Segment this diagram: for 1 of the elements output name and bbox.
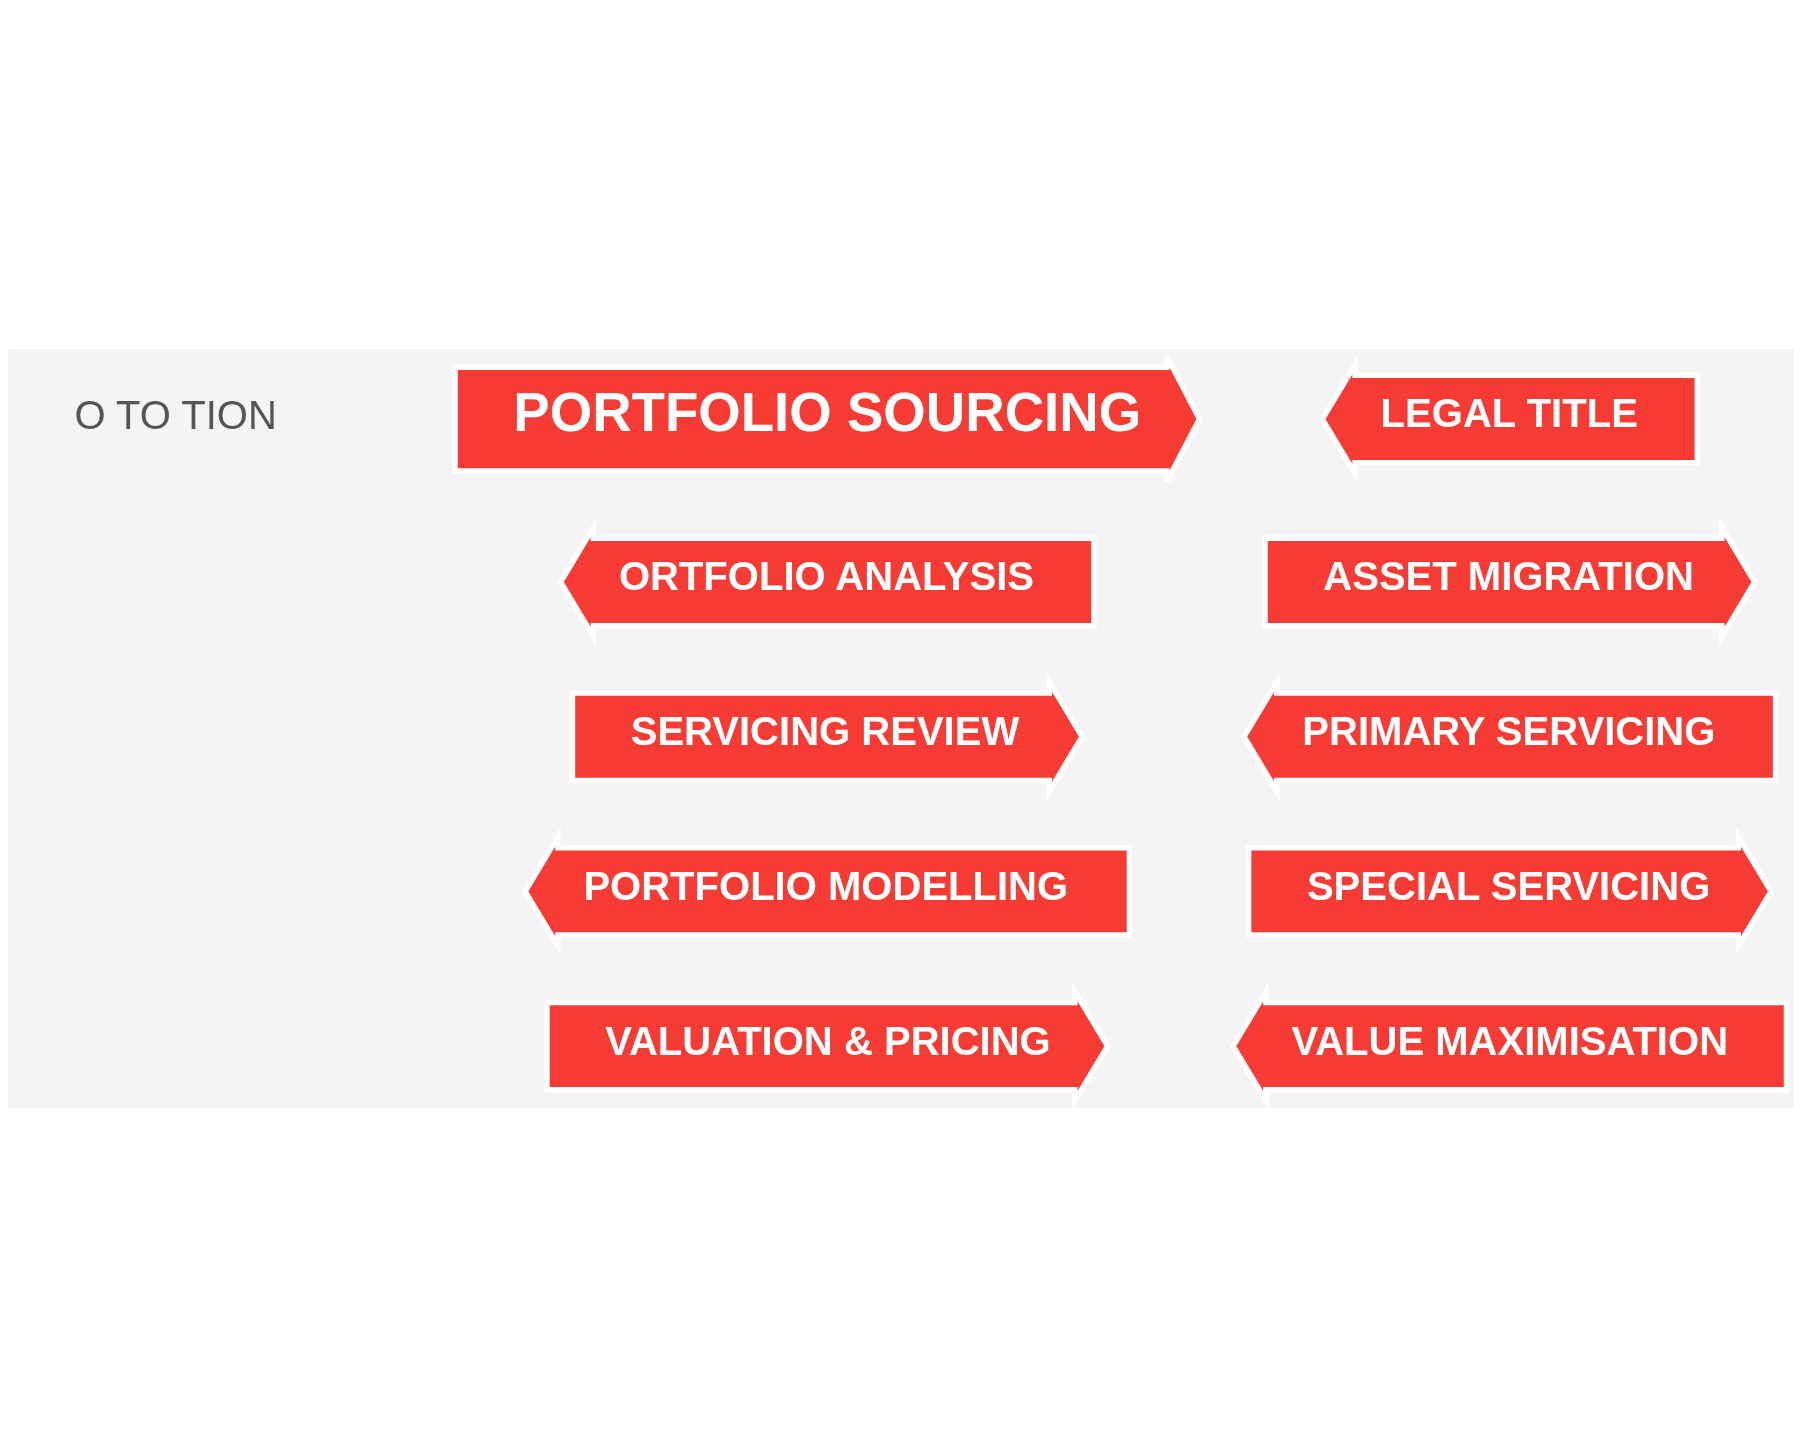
label: O TO TION	[74, 392, 277, 437]
